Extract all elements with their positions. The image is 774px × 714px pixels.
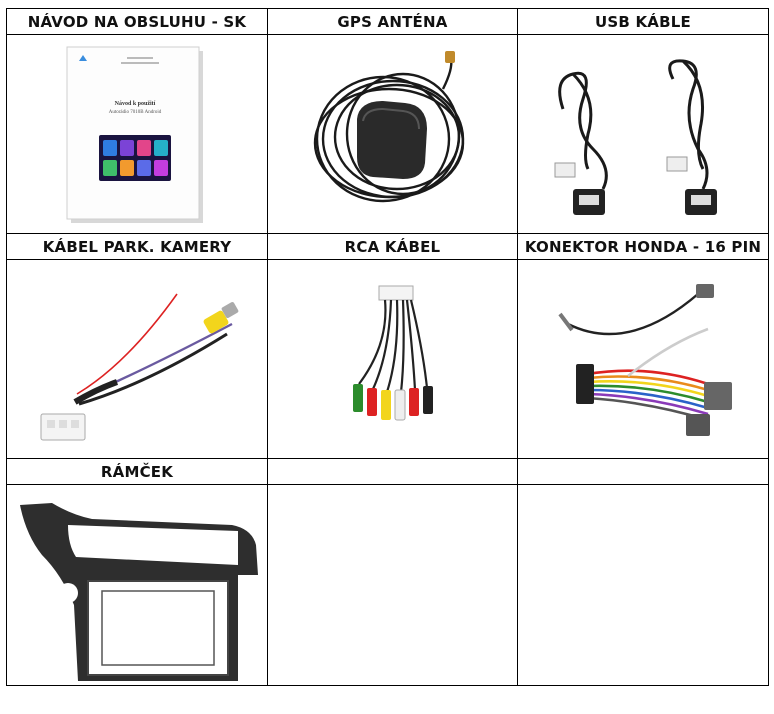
manual-subtitle: Autorádio 7010B Android [109, 110, 162, 115]
cell-empty-3 [517, 484, 769, 686]
manual-image: Návod k použití Autorádio 7010B Android [66, 46, 203, 223]
header-empty-2 [267, 458, 518, 485]
honda-connector-image [558, 284, 732, 436]
cell-frame [6, 484, 268, 686]
cell-honda-connector [517, 259, 769, 459]
header-honda-connector: KONEKTOR HONDA - 16 PIN [517, 233, 769, 260]
header-empty-3 [517, 458, 769, 485]
cell-usb-cables [517, 34, 769, 234]
cell-rca-cable [267, 259, 518, 459]
header-usb-cables: USB KÁBLE [517, 8, 769, 35]
cell-camera-cable [6, 259, 268, 459]
cell-manual: Návod k použití Autorádio 7010B Android [6, 34, 268, 234]
manual-title: Návod k použití [115, 101, 156, 107]
camera-cable-image [40, 293, 239, 441]
header-manual: NÁVOD NA OBSLUHU - SK [6, 8, 268, 35]
cell-empty-2 [267, 484, 518, 686]
header-frame: RÁMČEK [6, 458, 268, 485]
accessories-table: NÁVOD NA OBSLUHU - SK GPS ANTÉNA USB KÁB… [6, 8, 769, 686]
rca-cable-image [352, 285, 433, 421]
frame-image [20, 503, 258, 681]
header-camera-cable: KÁBEL PARK. KAMERY [6, 233, 268, 260]
cell-gps-antenna [267, 34, 518, 234]
header-gps-antenna: GPS ANTÉNA [267, 8, 518, 35]
logo-icon [79, 55, 87, 61]
header-rca-cable: RCA KÁBEL [267, 233, 518, 260]
gps-antenna-image [313, 51, 464, 203]
usb-cables-image [554, 59, 717, 215]
